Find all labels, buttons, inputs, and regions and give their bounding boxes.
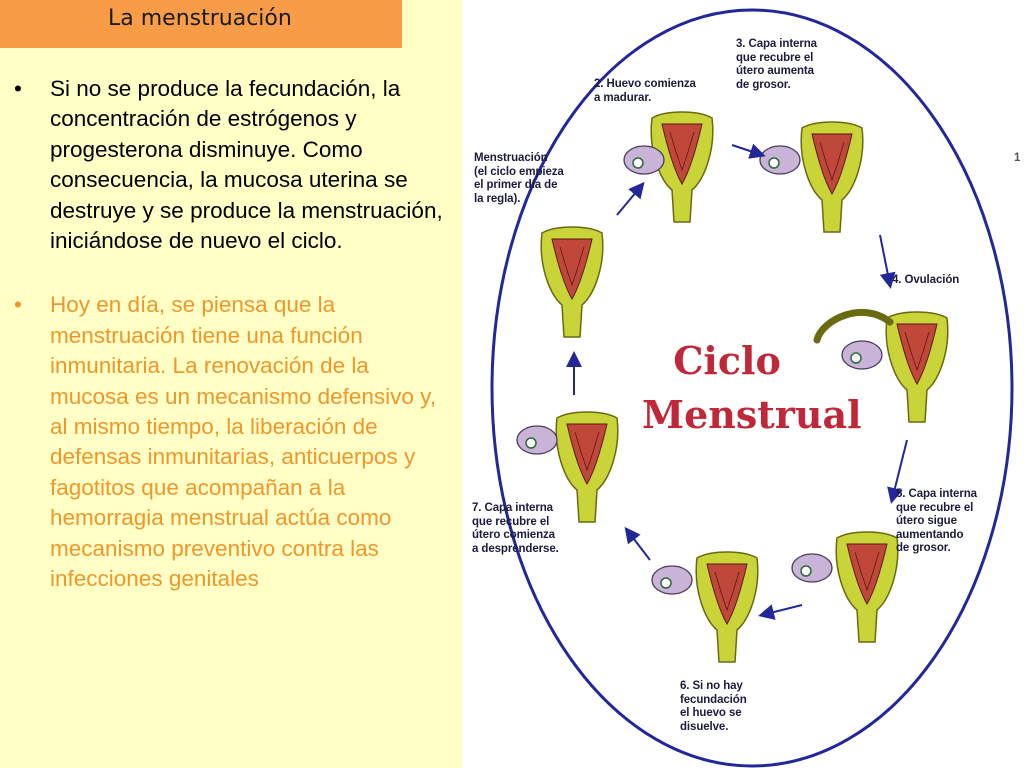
diagram-title: Ciclo Menstrual [642, 334, 862, 442]
stage-3-uterus [800, 121, 864, 233]
bullet-marker: • [14, 76, 22, 101]
stage-7-ovary [516, 425, 558, 455]
stage-6-label: 6. Si no hay fecundación el huevo se dis… [680, 680, 747, 733]
arrow-2-3 [731, 143, 766, 159]
diagram-title-line2: Menstrual [642, 392, 862, 437]
cycle-drawing [490, 8, 1014, 768]
diagram-title-line1: Ciclo [673, 338, 781, 383]
slide-title: La menstruación [108, 6, 292, 31]
bullet-text-2: Hoy en día, se piensa que la menstruació… [50, 292, 437, 592]
arrow-6-7 [624, 526, 651, 561]
stage-5-uterus [835, 531, 899, 643]
arrow-1-2 [616, 181, 645, 216]
bullet-list: • Si no se produce la fecundación, la co… [14, 74, 444, 629]
title-bar: La menstruación [0, 0, 402, 48]
bullet-text-1: Si no se produce la fecundación, la conc… [50, 76, 443, 254]
edge-number: 1 [1014, 152, 1021, 164]
bullet-item-2: • Hoy en día, se piensa que la menstruac… [14, 290, 444, 594]
stage-2-ovary [623, 145, 665, 175]
stage-5-label: 5. Capa interna que recubre el útero sig… [896, 488, 977, 554]
stage-3-ovary [759, 145, 801, 175]
stage-2-label: 2. Huevo comienza a madurar. [594, 78, 696, 104]
stage-4-label: 4. Ovulación [892, 274, 960, 286]
stage-4-uterus [885, 311, 949, 423]
stage-1-uterus [540, 226, 604, 338]
stage-6-ovary [651, 565, 693, 595]
stage-5-ovary [791, 553, 833, 583]
arrow-5-6 [758, 604, 803, 620]
bullet-marker: • [14, 292, 22, 318]
stage-4-tube [813, 309, 894, 344]
cycle-ring [490, 8, 1014, 768]
stage-7-label: 7. Capa interna que recubre el útero com… [472, 502, 559, 555]
stage-7-uterus [555, 411, 619, 523]
stage-1-label: Menstruación (el ciclo empieza el primer… [474, 152, 564, 205]
menstrual-cycle-diagram: Ciclo Menstrual Menstruación (el ciclo e… [462, 0, 1024, 768]
bullet-item-1: • Si no se produce la fecundación, la co… [14, 74, 444, 256]
arrow-4-5 [887, 439, 908, 504]
stage-6-uterus [695, 551, 759, 663]
stage-3-label: 3. Capa interna que recubre el útero aum… [736, 38, 817, 91]
stage-4-ovary [841, 340, 883, 370]
arrow-3-4 [879, 234, 896, 289]
